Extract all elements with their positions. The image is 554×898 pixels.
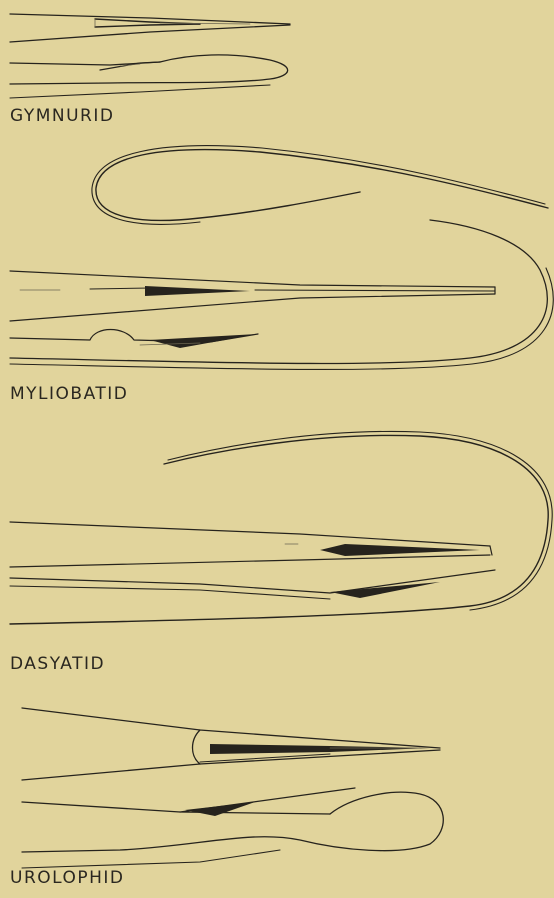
label-urolophid: UROLOPHID xyxy=(10,868,125,888)
label-dasyatid: DASYATID xyxy=(10,654,105,674)
myliobatid-clasper-drawing xyxy=(0,130,554,410)
figure-dasyatid: DASYATID xyxy=(0,410,554,690)
figure-gymnurid: GYMNURID xyxy=(0,0,554,130)
dasyatid-clasper-drawing xyxy=(0,410,554,690)
label-myliobatid: MYLIOBATID xyxy=(10,384,128,404)
figure-myliobatid: MYLIOBATID xyxy=(0,130,554,410)
figure-urolophid: UROLOPHID xyxy=(0,690,554,898)
urolophid-clasper-drawing xyxy=(0,690,554,898)
label-gymnurid: GYMNURID xyxy=(10,106,114,126)
